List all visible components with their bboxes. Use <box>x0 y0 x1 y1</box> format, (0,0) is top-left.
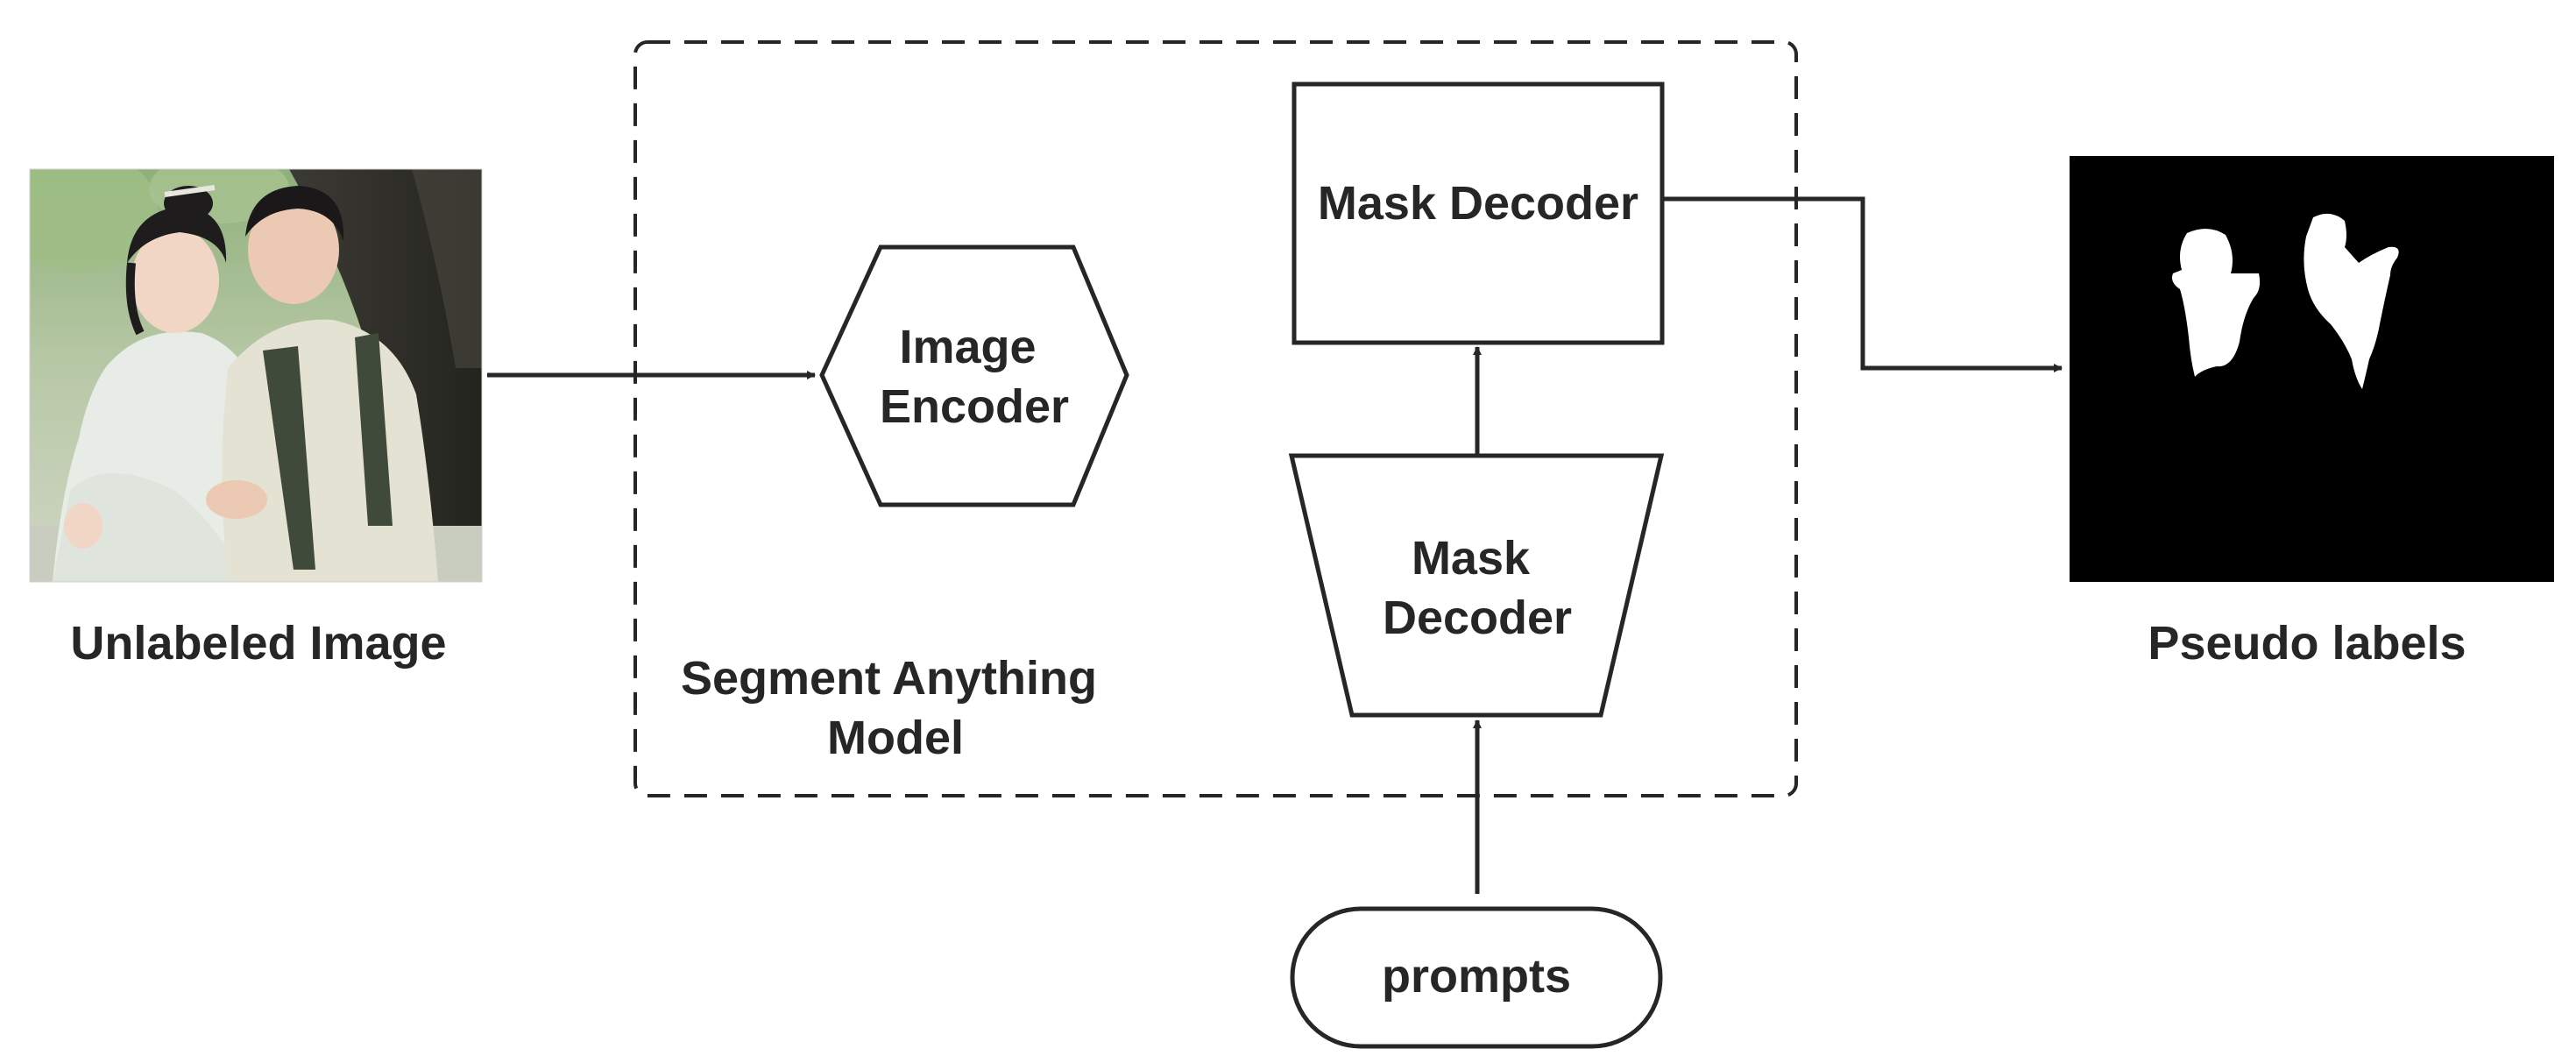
unlabeled-image-caption: Unlabeled Image <box>70 617 446 670</box>
segment-anything-model-title-line1: Segment Anything <box>681 652 1097 705</box>
image-encoder-label-line2: Encoder <box>880 380 1069 433</box>
image-encoder-label-line1: Image <box>899 321 1036 373</box>
pseudo-labels-caption: Pseudo labels <box>2148 617 2466 670</box>
prompts-node <box>1290 906 1663 1049</box>
segment-anything-model-title-line2: Model <box>827 712 964 764</box>
image-encoder-node <box>819 244 1129 507</box>
image-encoder-label: Image Encoder <box>880 321 1069 433</box>
mask-blob-right <box>2304 213 2399 389</box>
pseudo-labels-mask-thumbnail <box>2070 156 2554 582</box>
prompts-label: prompts <box>1382 950 1571 1003</box>
mask-blob-left <box>2172 228 2261 377</box>
mask-decoder-trapezoid-node <box>1288 453 1665 718</box>
segment-anything-model-title: Segment Anything Model <box>681 652 1110 764</box>
mask-decoder-trapezoid-label-line1: Mask <box>1412 532 1531 585</box>
mask-decoder-top-node <box>1292 81 1665 345</box>
mask-decoder-trapezoid-label-line2: Decoder <box>1383 592 1572 644</box>
segment-anything-model-group <box>633 40 1798 797</box>
thumbnail-border <box>29 168 483 583</box>
unlabeled-image-thumbnail <box>30 169 482 582</box>
mask-decoder-top-label: Mask Decoder <box>1318 177 1638 230</box>
arrow-mask-decoder-to-output <box>1664 196 2063 372</box>
mask-decoder-trapezoid-label: Mask Decoder <box>1383 532 1572 644</box>
